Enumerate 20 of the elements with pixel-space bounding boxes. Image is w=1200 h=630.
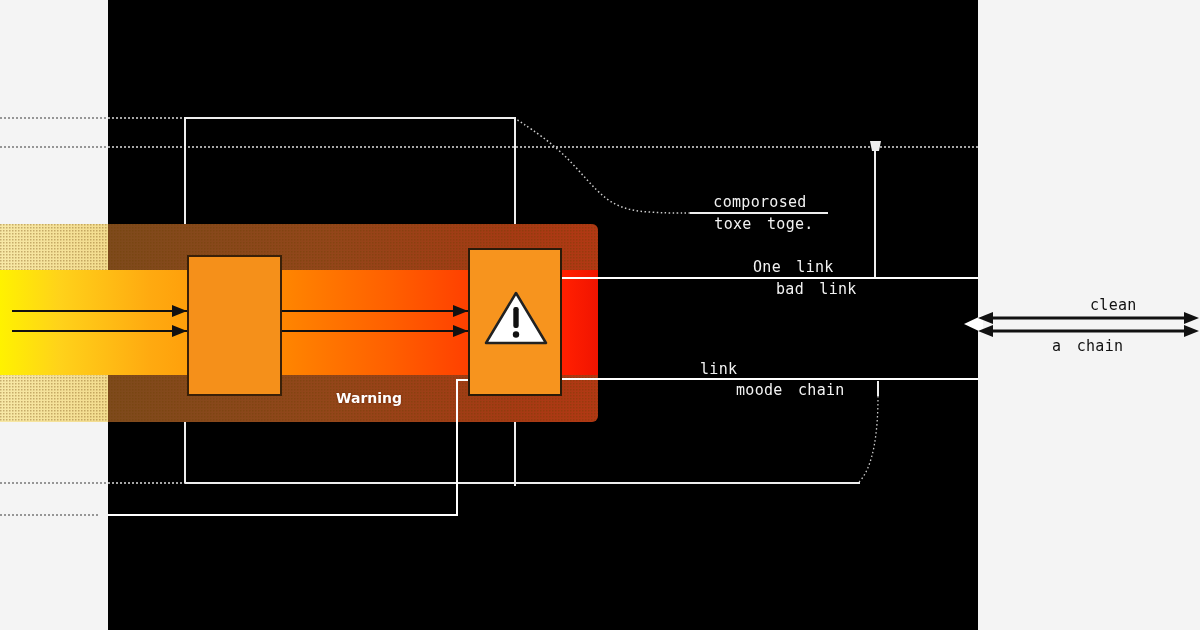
- text-label: clean: [1090, 297, 1137, 313]
- arrow: [11, 325, 188, 337]
- edge-label: link: [699, 361, 739, 377]
- leader-line: [515, 118, 691, 214]
- process-box: [468, 248, 562, 396]
- connector-line: [107, 379, 469, 516]
- annotation-text: toxe toge.: [713, 216, 815, 232]
- process-box: [187, 255, 282, 396]
- band-label: Warning: [336, 390, 403, 406]
- annotation-text: comporosed: [712, 194, 808, 210]
- text-label: bad link: [776, 281, 857, 297]
- warning-band: [0, 224, 598, 422]
- edge-label: One link: [752, 259, 835, 275]
- connector-line: [561, 378, 979, 380]
- arrow: [281, 325, 469, 337]
- text-label: a chain: [1052, 338, 1124, 354]
- text-label: moode chain: [736, 382, 845, 398]
- arrow: [11, 305, 188, 317]
- arrow: [281, 305, 469, 317]
- connector-line: [561, 277, 979, 279]
